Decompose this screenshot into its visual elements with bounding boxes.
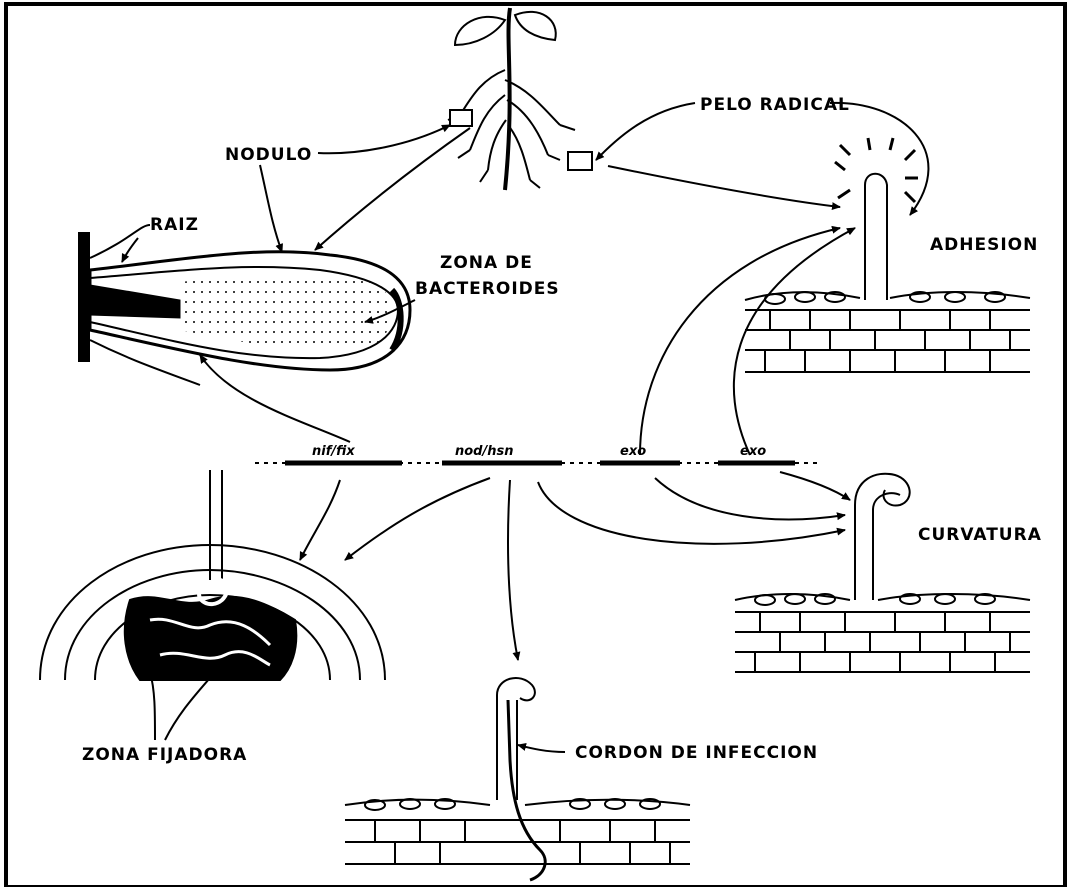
arrow-pelo-to-adhesion (830, 103, 928, 215)
arrow-cordon-label (518, 745, 565, 752)
arrow-pelo-radical-label (596, 103, 695, 160)
gene-nif-fix: nif/fix (312, 444, 355, 459)
arrow-nod-to-curvatura (538, 482, 845, 544)
label-adhesion: ADHESION (930, 235, 1038, 255)
gene-nod-hsn: nod/hsn (455, 444, 514, 459)
arrow-root-hair-to-adhesion (608, 166, 840, 207)
label-cordon-infeccion: CORDON DE INFECCION (575, 743, 818, 763)
gene-map: nif/fix nod/hsn exo exo (255, 444, 820, 463)
label-zona-de: ZONA DE (440, 253, 533, 273)
arrow-nod-to-infection (508, 480, 518, 660)
arrow-nodulo-label (318, 125, 450, 153)
label-raiz: RAIZ (150, 215, 199, 235)
gene-exo-2: exo (740, 444, 766, 459)
plant-illustration (448, 8, 592, 190)
arrow-exo-to-curvatura-2 (780, 472, 850, 500)
arrow-nodulo-to-nodule (260, 165, 282, 252)
arrow-nif-to-fixation (300, 480, 340, 560)
gene-exo-1: exo (620, 444, 646, 459)
label-nodulo: NODULO (225, 145, 312, 165)
label-pelo-radical: PELO RADICAL (700, 95, 850, 115)
nodule-illustration (78, 225, 410, 385)
label-zona-fijadora: ZONA FIJADORA (82, 745, 247, 765)
label-curvatura: CURVATURA (918, 525, 1042, 545)
arrow-zona-fijadora-1 (150, 672, 155, 740)
fixation-zone-illustration (40, 470, 385, 680)
root-hair-box (568, 152, 592, 170)
arrow-nod-to-fixation (345, 478, 490, 560)
arrow-exo-to-adhesion-1 (640, 228, 840, 455)
label-bacteroides: BACTEROIDES (415, 279, 560, 299)
arrow-zona-fijadora-2 (165, 672, 215, 740)
nodule-box (450, 110, 472, 126)
adhesion-illustration (745, 138, 1030, 372)
infection-thread-illustration (345, 678, 690, 880)
arrow-raiz (122, 238, 138, 262)
curvatura-illustration (735, 474, 1030, 672)
